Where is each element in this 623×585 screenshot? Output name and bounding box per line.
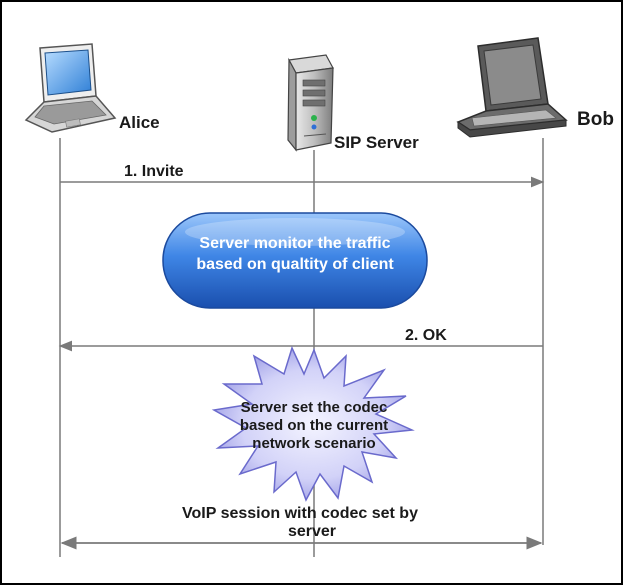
invite-label: 1. Invite (124, 163, 184, 180)
monitor-note-line2: based on qualtity of client (196, 256, 394, 273)
server-tower-icon (287, 54, 334, 152)
codec-note-line2: based on the current (240, 417, 388, 434)
ok-label: 2. OK (405, 327, 447, 344)
sip-server-label: SIP Server (334, 133, 419, 152)
alice-label: Alice (119, 113, 160, 132)
codec-note-line3: network scenario (252, 435, 375, 452)
bob-laptop-icon (456, 37, 568, 138)
codec-note-line1: Server set the codec (241, 399, 388, 416)
alice-laptop-icon (24, 43, 117, 133)
bob-label: Bob (577, 109, 614, 130)
codec-starburst (211, 345, 415, 502)
session-label-line1: VoIP session with codec set by (182, 505, 418, 522)
monitor-traffic-bubble (162, 212, 428, 309)
session-label-line2: server (288, 523, 336, 540)
monitor-note-line1: Server monitor the traffic (199, 235, 390, 252)
